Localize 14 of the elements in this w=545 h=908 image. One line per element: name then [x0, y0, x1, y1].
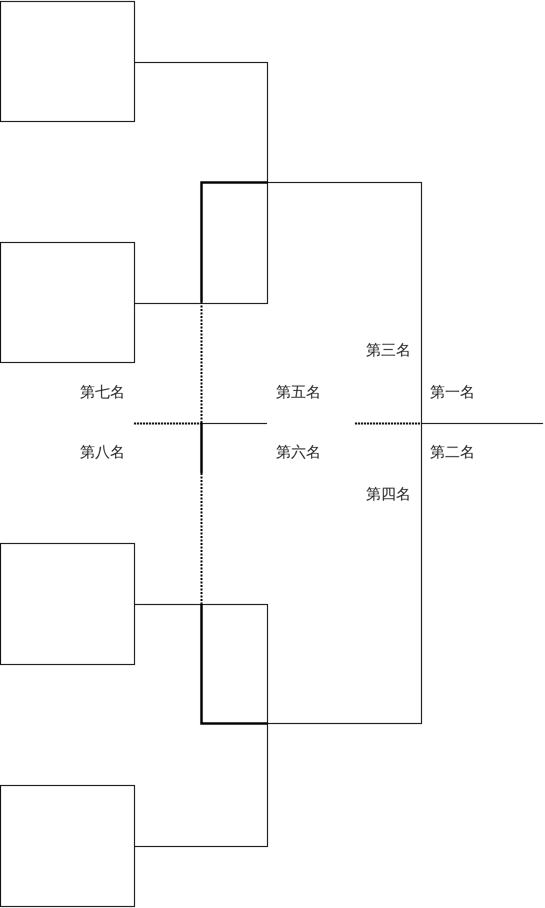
place-label: 第六名 — [276, 444, 321, 461]
place-label: 第三名 — [366, 342, 411, 359]
team-box — [0, 785, 135, 907]
place-label: 第二名 — [430, 444, 475, 461]
team-box — [0, 1, 135, 122]
team-box — [0, 242, 135, 363]
place-label: 第八名 — [80, 444, 125, 461]
place-label: 第五名 — [276, 384, 321, 401]
place-label: 第四名 — [366, 486, 411, 503]
bracket-connector — [134, 604, 268, 847]
bracket-connector — [134, 62, 268, 304]
place-label: 第七名 — [80, 384, 125, 401]
place-label: 第一名 — [430, 384, 475, 401]
team-box — [0, 543, 135, 665]
